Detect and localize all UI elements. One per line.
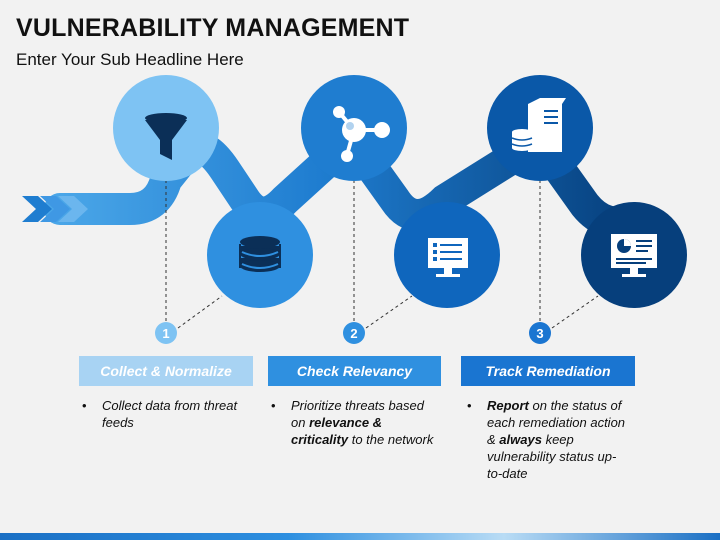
step-text-3c: always [499,432,542,447]
step-badge-2 [343,322,365,344]
step-number-2: 2 [350,326,357,341]
step-badge-1 [155,322,177,344]
page-title: VULNERABILITY MANAGEMENT [16,14,410,42]
dashboard-monitor-icon [611,234,657,277]
checklist-monitor-icon [428,238,468,277]
step-badge-3 [529,322,551,344]
bullet-dot: • [82,398,87,413]
step-text-2a: Prioritize threats based on [291,398,424,430]
step-description-3: • Report on the status of each remediati… [467,397,627,482]
step-text-2b: relevance & criticality [291,415,383,447]
step-description-1: • Collect data from threat feeds [82,397,252,431]
bullet-dot: • [467,398,472,413]
step-text-1: Collect data from threat feeds [102,398,238,430]
page-subtitle: Enter Your Sub Headline Here [16,50,244,69]
step-label-2: Check Relevancy [268,356,441,386]
step-label-3: Track Remediation [461,356,635,386]
bullet-dot: • [271,398,276,413]
step-text-3a: Report [487,398,529,413]
step-text-3d: keep vulnerability status up-to-date [487,432,617,481]
bottom-accent-bar [0,533,720,540]
step-text-2c: to the network [348,432,434,447]
funnel-icon [145,113,187,160]
database-icon [239,236,281,272]
step-label-1: Collect & Normalize [79,356,253,386]
step-number-3: 3 [536,326,543,341]
step-description-2: • Prioritize threats based on relevance … [271,397,441,448]
leader-line-3b [551,295,599,329]
start-arrow-icon [22,196,88,222]
step-number-1: 1 [162,326,169,341]
step-text-3b: on the status of each remediation action… [487,398,626,447]
leader-line-2b [365,295,413,329]
leader-line-1b [177,295,223,329]
molecule-icon [333,106,390,162]
server-icon [511,98,566,152]
